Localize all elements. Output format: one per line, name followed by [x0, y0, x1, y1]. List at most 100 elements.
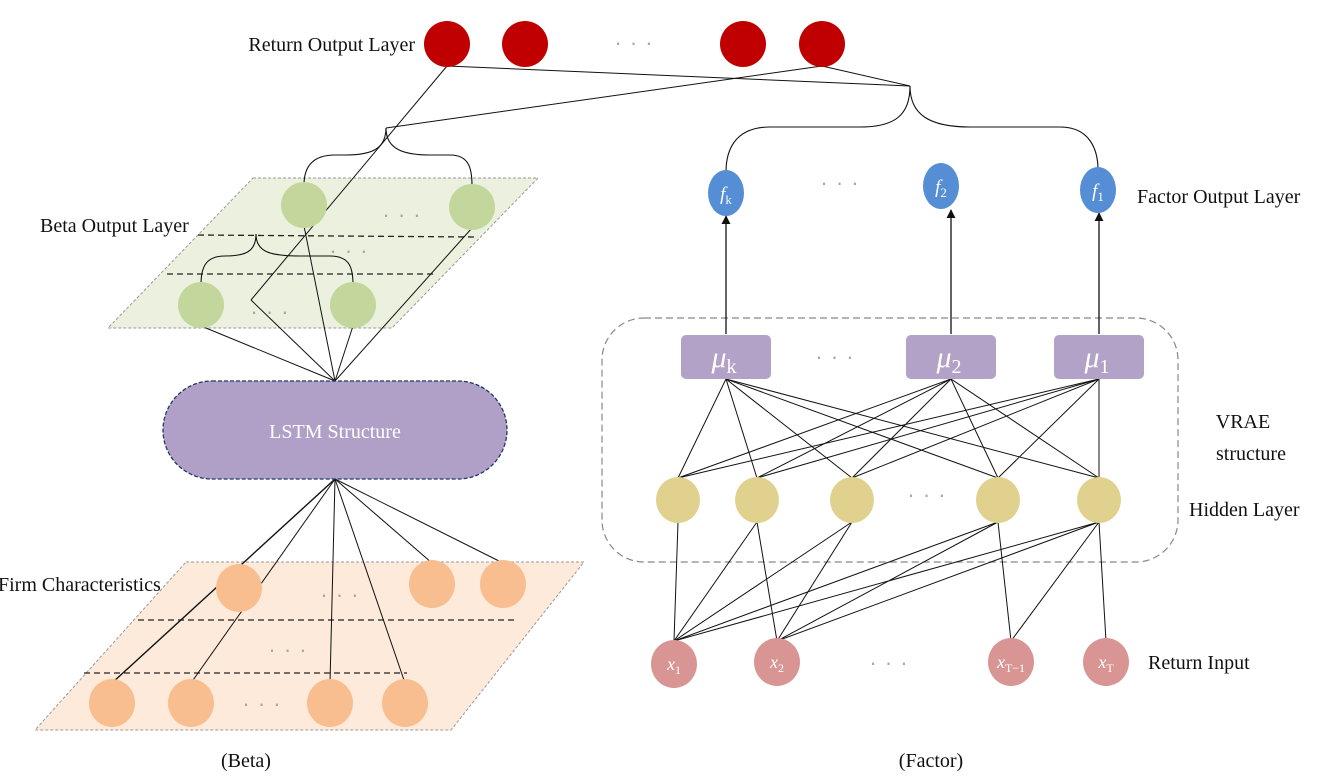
return-output-node[interactable]: [502, 21, 548, 67]
connection-edge: [329, 478, 336, 684]
beta-output-node[interactable]: [330, 282, 376, 328]
connection-edge: [776, 521, 853, 642]
factor-output-node-1[interactable]: [1080, 167, 1116, 213]
mu-node-2[interactable]: [906, 335, 996, 379]
lstm-block[interactable]: [162, 380, 508, 480]
brace-connector: [385, 127, 473, 187]
connection-edge: [1098, 521, 1107, 642]
hidden-layer-label: Hidden Layer: [1189, 499, 1300, 521]
beta-output-node[interactable]: [281, 182, 327, 228]
ellipsis-firm-top: · · ·: [320, 582, 359, 607]
vrae-label-line2: structure: [1216, 443, 1286, 465]
connection-edge: [303, 225, 336, 382]
ellipsis-beta-middle: · · ·: [329, 238, 368, 263]
connection-edge: [756, 378, 1100, 479]
connection-edge: [851, 378, 1100, 479]
ellipsis-beta-bottom: · · ·: [250, 299, 289, 324]
return-input-node[interactable]: [651, 640, 697, 688]
connection-edge: [851, 378, 952, 479]
mu-node-label: μ2: [935, 341, 961, 378]
connection-edge: [334, 478, 504, 564]
connection-edge: [673, 521, 853, 642]
connection-edge: [677, 378, 1100, 479]
mu-node-1[interactable]: [1054, 335, 1144, 379]
connection-edge: [1010, 521, 1100, 642]
factor-output-node-2[interactable]: [923, 163, 959, 209]
return-input-node[interactable]: [1083, 638, 1129, 686]
connection-edge: [725, 378, 758, 479]
connection-edge: [250, 299, 336, 382]
hidden-layer-node[interactable]: [1077, 477, 1121, 523]
factor-output-layer-label: Factor Output Layer: [1137, 186, 1301, 208]
connection-edge: [673, 521, 679, 642]
firm-characteristic-node[interactable]: [480, 560, 526, 608]
firm-characteristic-node[interactable]: [216, 564, 262, 612]
return-input-node[interactable]: [988, 638, 1034, 686]
ellipsis-factor-output: · · ·: [820, 170, 859, 195]
edges-layer: [111, 65, 1107, 684]
firm-characteristic-node[interactable]: [168, 679, 214, 727]
factor-caption: (Factor): [899, 750, 963, 772]
brace-connector: [303, 127, 387, 186]
ellipsis-mu: · · ·: [815, 344, 854, 369]
connection-edge: [677, 378, 952, 479]
factor-node-label: f1: [1092, 181, 1104, 204]
connection-edge: [200, 325, 336, 382]
return-input-label: x2: [769, 652, 784, 675]
mu-node-label: μk: [710, 341, 736, 378]
connection-edge: [725, 378, 853, 479]
hidden-layer-node[interactable]: [976, 477, 1020, 523]
return-output-layer-label: Return Output Layer: [248, 34, 415, 56]
connection-edge: [673, 521, 1100, 642]
firm-characteristic-node[interactable]: [382, 679, 428, 727]
connection-edge: [334, 478, 433, 564]
connection-edge: [821, 65, 911, 87]
connection-edge: [756, 521, 778, 642]
brace-connector: [725, 85, 911, 173]
connection-edge: [334, 325, 354, 382]
ellipsis-beta-top: · · ·: [382, 202, 421, 227]
return-output-node[interactable]: [424, 21, 470, 67]
factor-output-node-k[interactable]: [708, 170, 744, 216]
ellipsis-return-input: · · ·: [869, 650, 908, 675]
return-input-label: xT: [1097, 652, 1114, 675]
connection-edge: [677, 378, 727, 479]
firm-characteristics-label: Firm Characteristics: [0, 574, 161, 596]
hidden-layer-node[interactable]: [656, 477, 700, 523]
connection-edge: [997, 521, 1012, 642]
mu-node-label: μ1: [1083, 341, 1109, 378]
brace-connector: [909, 85, 1099, 171]
connection-edge: [997, 378, 1100, 479]
connection-edge: [446, 65, 911, 87]
connection-edge: [673, 521, 999, 642]
firm-characteristic-node[interactable]: [307, 679, 353, 727]
beta-output-layer-label: Beta Output Layer: [40, 215, 189, 237]
return-input-label: xT−1: [996, 652, 1025, 675]
connection-edge: [725, 378, 1100, 479]
firm-characteristic-node[interactable]: [409, 560, 455, 608]
connection-edge: [250, 65, 448, 301]
return-output-node[interactable]: [720, 21, 766, 67]
return-input-label: x1: [666, 654, 681, 677]
factor-node-label: fk: [720, 184, 732, 207]
return-input-node[interactable]: [754, 638, 800, 686]
connection-edge: [673, 521, 758, 642]
beta-plane-divider: [197, 234, 477, 238]
ellipsis-firm-bottom: · · ·: [242, 691, 281, 716]
ellipsis-hidden: · · ·: [907, 482, 946, 507]
mu-node-k[interactable]: [681, 335, 771, 379]
brace-connector: [255, 233, 354, 286]
firm-characteristic-node[interactable]: [89, 679, 135, 727]
connection-edge: [334, 478, 406, 684]
return-output-node[interactable]: [799, 21, 845, 67]
factor-node-label: f2: [935, 177, 947, 200]
beta-output-node[interactable]: [178, 282, 224, 328]
firm-characteristics-plane: [33, 561, 586, 731]
beta-output-node[interactable]: [449, 184, 495, 230]
connection-edge: [385, 65, 823, 129]
hidden-layer-node[interactable]: [735, 477, 779, 523]
connection-edge: [334, 227, 473, 382]
hidden-layer-node[interactable]: [830, 477, 874, 523]
